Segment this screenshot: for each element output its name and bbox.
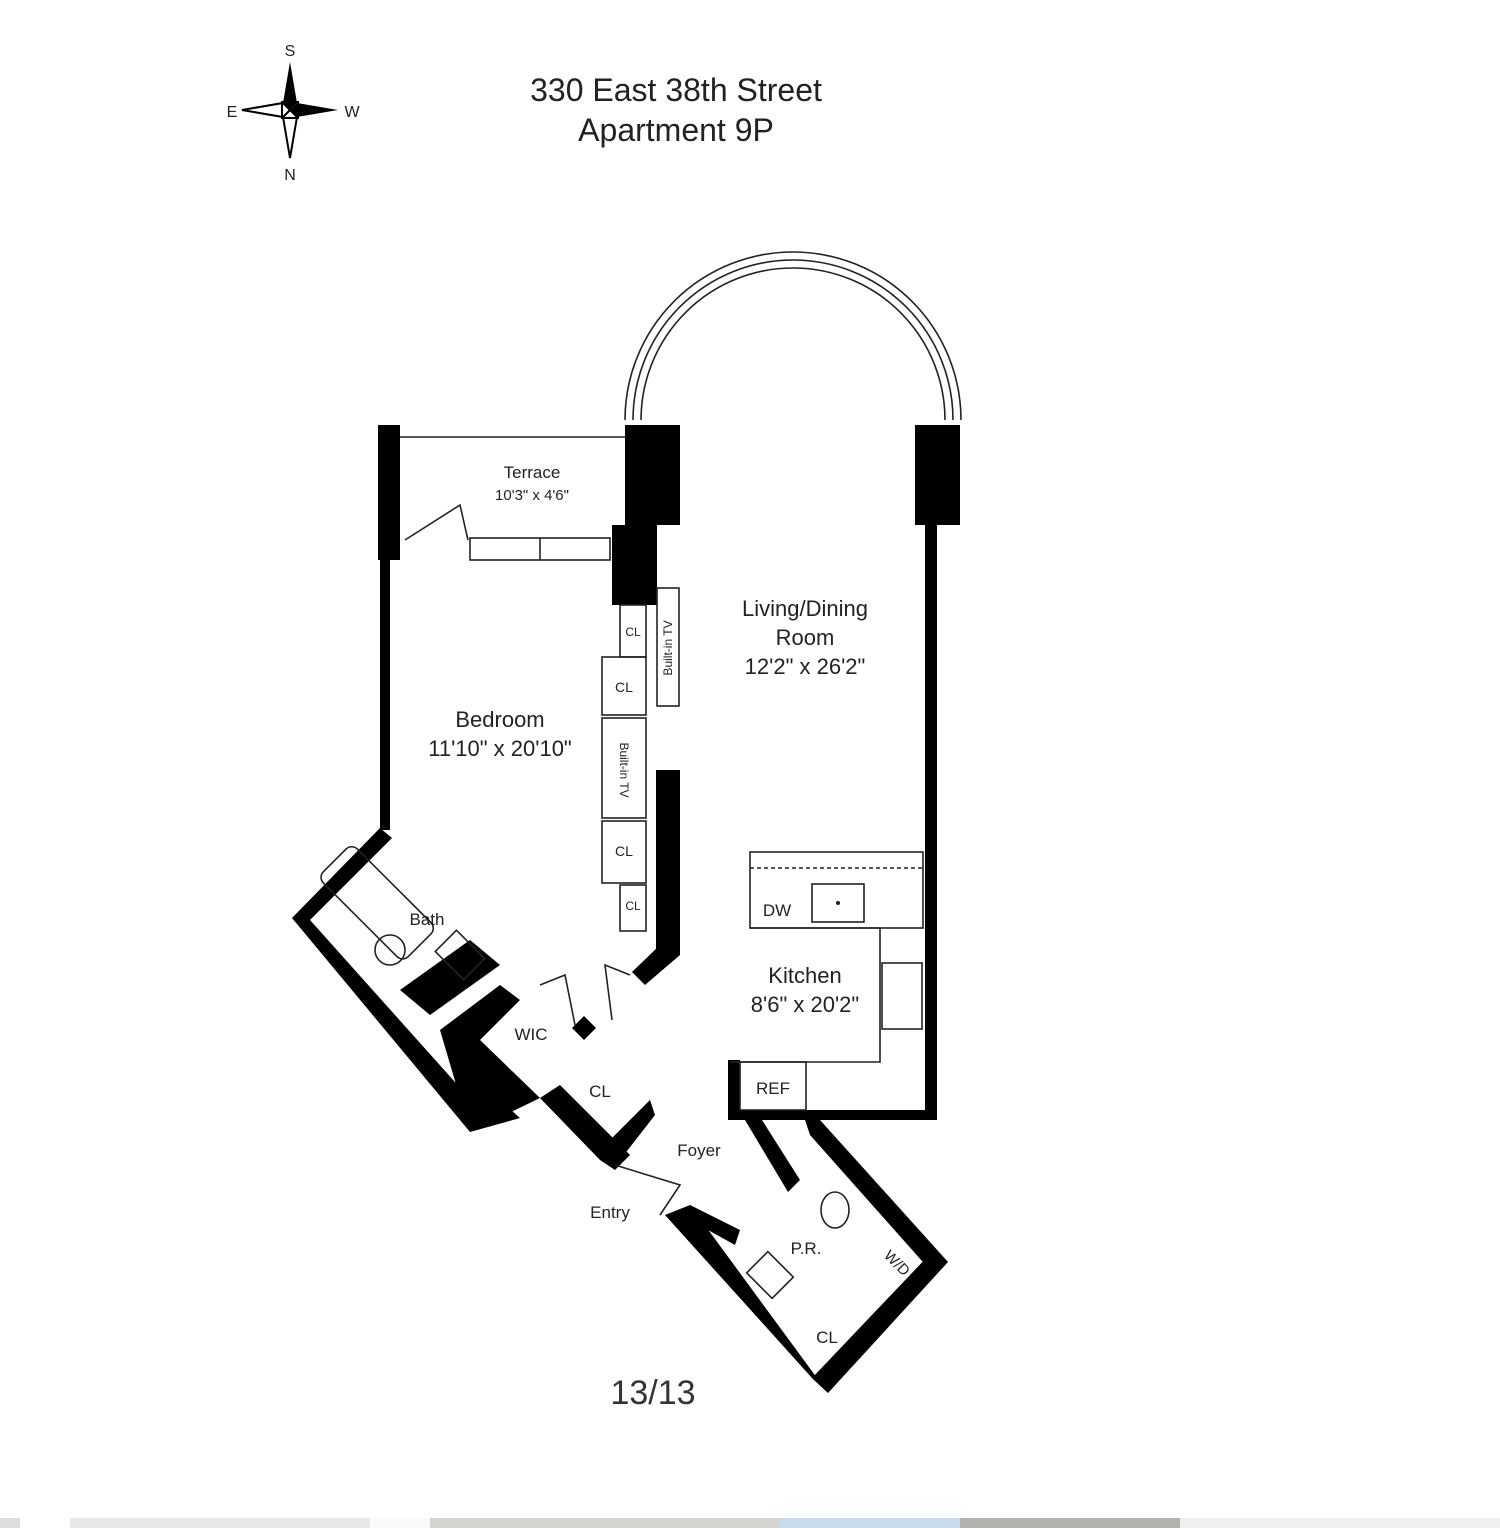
kitchen-label: Kitchen	[768, 963, 841, 988]
terrace-label: Terrace	[504, 463, 561, 482]
closet-label-3: CL	[615, 843, 633, 859]
refrigerator-label: REF	[756, 1079, 790, 1098]
closet-label-1: CL	[625, 625, 641, 639]
closet-label: CL	[589, 1082, 611, 1101]
address-title: 330 East 38th Street	[530, 72, 822, 108]
bath-label: Bath	[410, 910, 445, 929]
thumbnail-strip[interactable]	[0, 1518, 1500, 1528]
foyer-label: Foyer	[677, 1141, 721, 1160]
closet-label-2: CL	[615, 679, 633, 695]
kitchen-size: 8'6" x 20'2"	[751, 992, 859, 1017]
wic-label: WIC	[514, 1025, 547, 1044]
bedroom-label: Bedroom	[455, 707, 544, 732]
dishwasher-label: DW	[763, 901, 791, 920]
powder-room-label: P.R.	[791, 1239, 822, 1258]
entry-label: Entry	[590, 1203, 630, 1222]
walls	[292, 425, 960, 1393]
washer-dryer-label: W/D	[880, 1247, 913, 1280]
bay-window	[624, 251, 962, 421]
compass-east: E	[227, 104, 238, 121]
compass-west: W	[344, 104, 360, 121]
living-size: 12'2" x 26'2"	[745, 654, 866, 679]
fixtures	[320, 436, 924, 1300]
terrace-size: 10'3" x 4'6"	[495, 487, 569, 504]
closet-label-4: CL	[625, 899, 641, 913]
builtin-tv-label-bedroom: Built-in TV	[617, 742, 631, 797]
living-label: Living/Dining	[742, 596, 868, 621]
gallery-counter: 13/13	[610, 1374, 696, 1412]
living-label-2: Room	[776, 625, 835, 650]
compass-icon: S N E W	[227, 43, 361, 184]
closet-label-pr: CL	[816, 1328, 838, 1347]
builtin-tv-label-living: Built-in TV	[661, 620, 675, 675]
bedroom-size: 11'10" x 20'10"	[428, 736, 572, 761]
room-labels: Terrace 10'3" x 4'6" Living/Dining Room …	[410, 463, 914, 1347]
compass-south: S	[285, 43, 296, 60]
unit-title: Apartment 9P	[578, 112, 774, 148]
compass-north: N	[284, 167, 296, 184]
